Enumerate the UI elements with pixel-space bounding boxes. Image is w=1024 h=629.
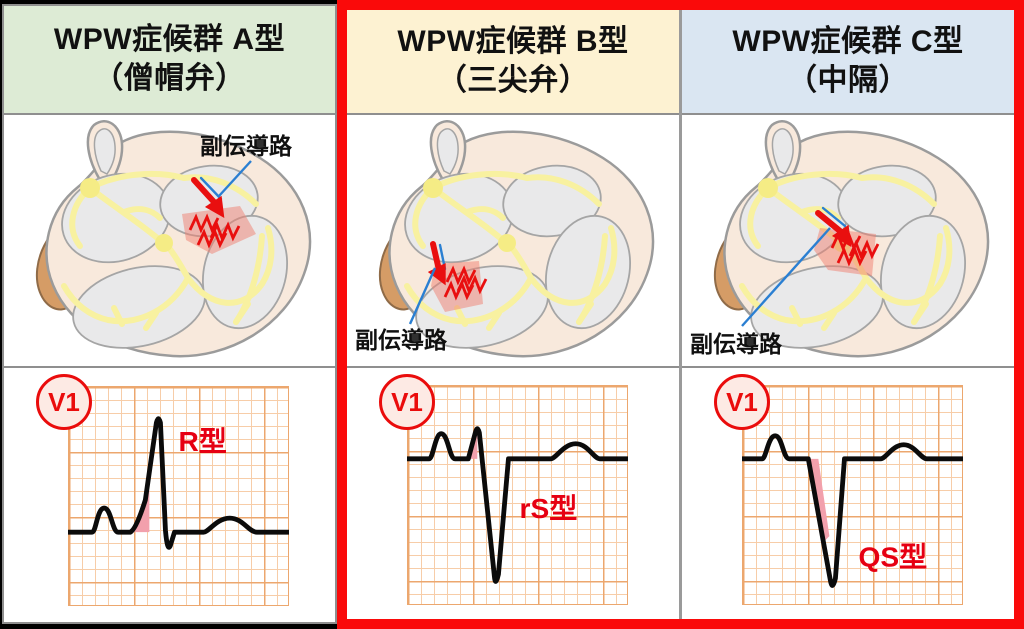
- pathway-pointer-line: [408, 267, 437, 325]
- type-c-subtitle: （中隔）: [787, 63, 909, 97]
- conduction-arrow: [204, 195, 225, 218]
- heart-illustration-tricuspid: 副伝導路: [355, 116, 677, 366]
- ecg-pattern-label: R型: [179, 426, 227, 457]
- heart-illustration-mitral: 副伝導路: [4, 116, 334, 366]
- ecg-grid: [68, 386, 289, 606]
- type-a-heart-diagram: 副伝導路: [4, 115, 335, 368]
- type-c-ecg: V1 QS型: [682, 368, 1014, 615]
- ecg-waveform-qs-pattern: QS型: [742, 433, 963, 588]
- heart-illustration-septal: 副伝導路: [690, 116, 1012, 366]
- panel-type-a: WPW症候群 A型 （僧帽弁） 副伝導路 V1: [2, 4, 337, 624]
- type-b-heart-diagram: 副伝導路: [347, 115, 679, 368]
- pathway-pointer-line: [218, 160, 252, 197]
- valve-annulus-line: [821, 206, 847, 228]
- ecg-waveform-r-pattern: R型: [68, 416, 289, 550]
- type-c-title: WPW症候群 C型: [732, 25, 964, 59]
- type-a-header: WPW症候群 A型 （僧帽弁）: [4, 6, 335, 115]
- ecg-pattern-label: QS型: [859, 541, 928, 572]
- type-b-title: WPW症候群 B型: [397, 25, 629, 59]
- type-c-heart-diagram: 副伝導路: [682, 115, 1014, 368]
- lead-v1-badge: V1: [36, 374, 92, 430]
- pathway-pointer-line: [741, 227, 831, 327]
- panel-type-c: WPW症候群 C型 （中隔） 副伝導路: [679, 10, 1014, 619]
- ecg-trace: [742, 433, 963, 588]
- ecg-trace: [407, 426, 628, 584]
- valve-annulus-line: [199, 176, 223, 201]
- type-a-subtitle: （僧帽弁）: [93, 61, 246, 95]
- conduction-zigzag: [443, 265, 488, 301]
- panel-type-b: WPW症候群 B型 （三尖弁） 副伝導路: [347, 10, 679, 619]
- type-a-ecg: V1 R型: [4, 368, 335, 620]
- conduction-arrow: [427, 263, 446, 286]
- ecg-pattern-label: rS型: [520, 493, 578, 524]
- type-b-header: WPW症候群 B型 （三尖弁）: [347, 10, 679, 115]
- conduction-arrow: [831, 224, 852, 247]
- ecg-waveform-rs-pattern: rS型: [407, 426, 628, 584]
- type-a-title: WPW症候群 A型: [53, 23, 286, 57]
- ecg-grid: [407, 385, 628, 605]
- accessory-pathway-label: 副伝導路: [200, 133, 293, 159]
- ecg-grid: [742, 385, 963, 605]
- type-c-header: WPW症候群 C型 （中隔）: [682, 10, 1014, 115]
- highlighted-group-border: WPW症候群 B型 （三尖弁） 副伝導路: [337, 0, 1024, 629]
- type-b-ecg: V1 rS型: [347, 368, 679, 615]
- delta-wave-shade: [131, 489, 150, 533]
- conduction-zigzag: [188, 213, 241, 249]
- accessory-pathway-label: 副伝導路: [690, 331, 783, 357]
- type-b-subtitle: （三尖弁）: [436, 63, 590, 97]
- lead-v1-badge: V1: [379, 374, 435, 430]
- lead-v1-badge: V1: [714, 374, 770, 430]
- ecg-trace: [68, 416, 289, 550]
- accessory-pathway-label: 副伝導路: [355, 327, 448, 353]
